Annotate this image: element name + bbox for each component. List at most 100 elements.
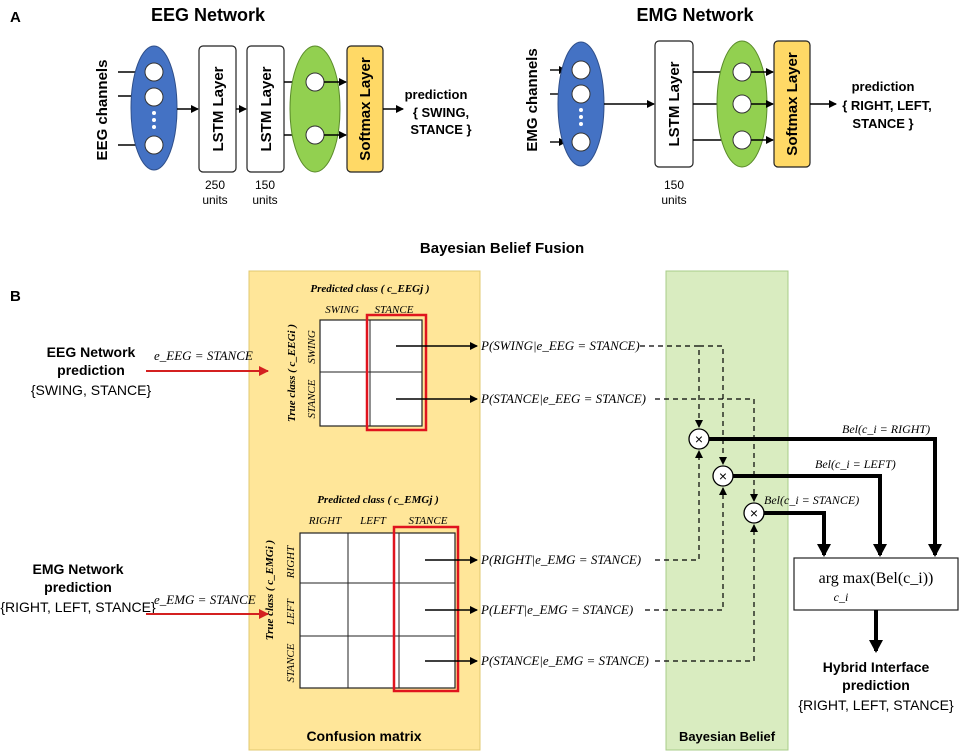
- emg-cm-row-left: LEFT: [285, 598, 297, 626]
- eeg-units-word-2: units: [252, 193, 277, 207]
- hybrid-prediction-classes: {RIGHT, LEFT, STANCE}: [798, 697, 954, 713]
- hybrid-prediction-title-1: Hybrid Interface: [823, 659, 930, 675]
- emg-cm-row-stance: STANCE: [285, 643, 297, 682]
- emg-units-word: units: [661, 193, 686, 207]
- eeg-units-word-1: units: [202, 193, 227, 207]
- eeg-cm-grid: [319, 319, 423, 427]
- dashed-connectors: [640, 345, 758, 662]
- emg-pred-title-1: EMG Network: [32, 561, 123, 577]
- multiply-nodes: × × ×: [688, 428, 765, 524]
- emg-softmax-label: Softmax Layer: [784, 52, 801, 156]
- emg-cm-stance-highlight: [392, 525, 460, 693]
- eeg-lstm-label-2: LSTM Layer: [258, 66, 275, 151]
- belief-arrow: [764, 511, 831, 557]
- likelihood-swing-eeg: P(SWING|e_EEG = STANCE): [480, 338, 640, 353]
- ellipsis-dot: [152, 118, 156, 122]
- multiply-symbol: ×: [750, 505, 758, 521]
- eeg-prediction-classes-1: { SWING,: [413, 105, 469, 120]
- emg-cm-row-right: RIGHT: [285, 545, 297, 579]
- emg-units: 150: [664, 178, 684, 192]
- likelihood-right-emg: P(RIGHT|e_EMG = STANCE): [480, 552, 641, 567]
- eeg-pred-title-2: prediction: [57, 362, 125, 378]
- emg-cm-col-left: LEFT: [359, 515, 387, 527]
- emg-lstm-label: LSTM Layer: [666, 61, 683, 146]
- emg-hidden-neuron: [732, 94, 752, 114]
- belief-right-label: Bel(c_i = RIGHT): [842, 422, 930, 436]
- eeg-pred-classes: {SWING, STANCE}: [31, 382, 152, 398]
- eeg-units-1: 250: [205, 178, 225, 192]
- argmax-label: arg max(Bel(c_i)): [819, 570, 934, 587]
- emg-cm-predicted-label: Predicted class ( c_EMGj ): [317, 494, 439, 506]
- emg-network: EMG Network EMG channels LSTM Layer 150 …: [524, 5, 932, 207]
- panel-a-label: A: [10, 9, 21, 26]
- bayesian-belief-label: Bayesian Belief: [679, 729, 776, 744]
- likelihood-stance-emg: P(STANCE|e_EMG = STANCE): [480, 653, 649, 668]
- eeg-units-2: 150: [255, 178, 275, 192]
- likelihood-stance-eeg: P(STANCE|e_EEG = STANCE): [480, 391, 646, 406]
- dashed-connector: [655, 398, 758, 502]
- emg-hidden-neuron: [732, 130, 752, 150]
- eeg-hidden-neuron: [305, 72, 325, 92]
- eeg-cm-col-swing: SWING: [325, 304, 359, 316]
- eeg-cm-row-swing: SWING: [306, 330, 318, 364]
- eeg-hidden-neuron: [305, 125, 325, 145]
- eeg-input-neuron: [144, 87, 164, 107]
- belief-arrow: [733, 474, 887, 557]
- ellipsis-dot: [152, 125, 156, 129]
- eeg-cm-stance-highlight: [365, 313, 428, 432]
- panel-b-label: B: [10, 288, 21, 305]
- emg-cm-true-label: True class ( c_EMGi ): [264, 540, 276, 640]
- eeg-network-title: EEG Network: [151, 5, 266, 25]
- eeg-lstm-layer-2: [246, 45, 285, 173]
- eeg-input-layer: [130, 45, 178, 171]
- likelihood-left-emg: P(LEFT|e_EMG = STANCE): [480, 602, 633, 617]
- eeg-softmax-label: Softmax Layer: [357, 57, 374, 161]
- belief-arrows: [709, 437, 942, 557]
- eeg-input-neuron: [144, 135, 164, 155]
- eeg-prediction-classes-2: STANCE }: [410, 122, 471, 137]
- ellipsis-dot: [579, 122, 583, 126]
- emg-input-neuron: [571, 84, 591, 104]
- argmax-box: [793, 557, 959, 611]
- belief-stance-label: Bel(c_i = STANCE): [764, 493, 859, 507]
- eeg-channels-label: EEG channels: [94, 60, 111, 161]
- emg-prediction-classes-1: { RIGHT, LEFT,: [842, 98, 932, 113]
- emg-cm-col-stance: STANCE: [409, 515, 448, 527]
- ellipsis-dot: [579, 108, 583, 112]
- eeg-confusion-matrix: Predicted class ( c_EEGj ) SWING STANCE …: [286, 283, 430, 432]
- bayesian-belief-region: [665, 270, 789, 751]
- emg-prediction-classes-2: STANCE }: [852, 116, 913, 131]
- likelihood-arrows: [396, 342, 478, 665]
- hybrid-prediction-title-2: prediction: [842, 677, 910, 693]
- eeg-input-neuron: [144, 62, 164, 82]
- emg-evidence: e_EMG = STANCE: [154, 592, 256, 607]
- eeg-network: EEG Network EEG channels LSTM Layer LSTM…: [94, 5, 472, 207]
- fusion-title: Bayesian Belief Fusion: [420, 240, 584, 257]
- dashed-connector: [655, 524, 758, 662]
- eeg-evidence: e_EEG = STANCE: [154, 348, 253, 363]
- ellipsis-dot: [579, 115, 583, 119]
- eeg-hidden-layer: [289, 45, 341, 173]
- belief-arrow: [709, 437, 942, 557]
- emg-prediction-label: prediction: [852, 79, 915, 94]
- eeg-cm-true-label: True class ( c_EEGi ): [286, 324, 298, 422]
- eeg-cm-predicted-label: Predicted class ( c_EEGj ): [310, 283, 429, 295]
- dashed-connector: [699, 345, 727, 465]
- emg-channels-label: EMG channels: [524, 48, 541, 151]
- emg-network-title: EMG Network: [636, 5, 754, 25]
- emg-cm-col-right: RIGHT: [308, 515, 342, 527]
- ellipsis-dot: [152, 111, 156, 115]
- eeg-cm-col-stance: STANCE: [375, 304, 414, 316]
- emg-pred-classes: {RIGHT, LEFT, STANCE}: [0, 599, 156, 615]
- argmax-subscript: c_i: [834, 590, 849, 604]
- eeg-lstm-label-1: LSTM Layer: [210, 66, 227, 151]
- multiply-symbol: ×: [719, 468, 727, 484]
- emg-hidden-neuron: [732, 62, 752, 82]
- emg-input-neuron: [571, 132, 591, 152]
- eeg-prediction-label: prediction: [405, 87, 468, 102]
- confusion-matrix-label: Confusion matrix: [306, 728, 421, 744]
- eeg-cm-row-stance: STANCE: [306, 379, 318, 418]
- emg-pred-title-2: prediction: [44, 579, 112, 595]
- belief-left-label: Bel(c_i = LEFT): [815, 457, 896, 471]
